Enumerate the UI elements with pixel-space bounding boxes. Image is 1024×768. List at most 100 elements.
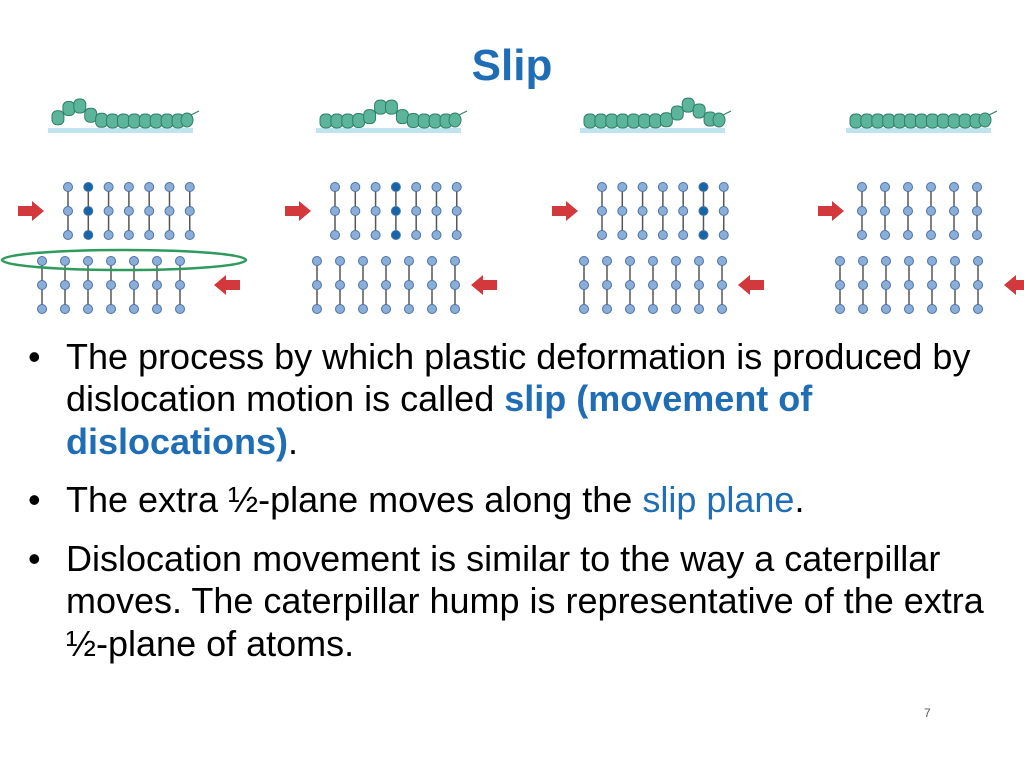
caterpillar-segment [638, 113, 651, 129]
atom-icon [370, 206, 381, 216]
atom-icon [678, 206, 689, 216]
atom-icon [350, 182, 361, 192]
ground-strip [48, 128, 193, 133]
atom-icon [60, 280, 70, 290]
bullet-caterpillar-analogy: • Dislocation movement is similar to the… [28, 538, 1008, 665]
shear-arrow-icon [471, 275, 497, 295]
atom-icon [973, 256, 983, 266]
atom-icon [129, 280, 139, 290]
atom-icon [129, 304, 139, 314]
caterpillar-segment [882, 113, 896, 129]
bullet-list: • The process by which plastic deformati… [28, 336, 1008, 681]
caterpillar-antenna [722, 110, 732, 116]
stage-panel [0, 98, 248, 314]
shear-arrow-icon [214, 275, 240, 295]
bullet-slip-definition: • The process by which plastic deformati… [28, 336, 1008, 463]
atom-icon [106, 304, 116, 314]
caterpillar-segment [62, 101, 76, 117]
caterpillar-segment [605, 113, 619, 129]
atom-icon [927, 280, 937, 290]
caterpillar-segment [341, 113, 355, 129]
atom-icon [152, 280, 162, 290]
atom-icon [579, 304, 589, 314]
bullet-text: The process by which plastic deformation… [66, 336, 971, 420]
atom-icon [431, 206, 442, 216]
caterpillar-segment [649, 113, 662, 129]
ground-strip [580, 128, 725, 133]
caterpillar-segment [106, 113, 120, 129]
atom-icon [63, 230, 73, 240]
atom-icon [358, 256, 368, 266]
bullet-slip-plane: • The extra ½-plane moves along the slip… [28, 479, 1008, 521]
caterpillar-segment [395, 109, 409, 125]
atom-icon [451, 182, 462, 192]
atom-icon [694, 256, 704, 266]
atom-icon [637, 182, 648, 192]
atom-icon [835, 280, 845, 290]
atom-icon [857, 206, 867, 216]
atom-icon [617, 206, 628, 216]
atom-icon [164, 206, 175, 216]
atom-icon [927, 304, 937, 314]
atom-icon [949, 206, 959, 216]
atom-icon [381, 304, 391, 314]
atom-icon [903, 230, 913, 240]
caterpillar-icon [316, 99, 468, 133]
atom-icon [881, 280, 891, 290]
atom-icon [858, 256, 868, 266]
atom-icon [123, 182, 134, 192]
atom-icon [175, 280, 185, 290]
atom-icon [103, 206, 114, 216]
atom-icon [106, 280, 116, 290]
atom-icon [358, 280, 368, 290]
slide-title: Slip [471, 41, 553, 90]
atom-icon [358, 304, 368, 314]
atom-icon [144, 206, 155, 216]
atom-icon [37, 280, 47, 290]
atom-icon [858, 304, 868, 314]
atom-icon [175, 304, 185, 314]
caterpillar-segment [374, 99, 388, 115]
caterpillar-segment [117, 113, 130, 129]
caterpillar-segment [160, 113, 174, 129]
shear-arrow-icon [552, 201, 578, 221]
caterpillar-antenna [988, 110, 998, 116]
atom-icon [949, 230, 959, 240]
atom-icon [335, 256, 345, 266]
atom-icon [602, 280, 612, 290]
atom-icon [903, 182, 913, 192]
caterpillar-head [448, 112, 462, 128]
atom-icon [950, 256, 960, 266]
atom-icon [903, 206, 913, 216]
caterpillar-antenna [190, 110, 200, 116]
caterpillar-segment [915, 113, 928, 129]
atom-icon [648, 280, 658, 290]
atom-icon [427, 280, 437, 290]
atom-icon [904, 304, 914, 314]
atom-icon [390, 230, 401, 240]
caterpillar-segment [138, 113, 152, 129]
caterpillar-icon [846, 110, 998, 133]
atom-icon [678, 182, 689, 192]
caterpillar-segment [692, 103, 706, 119]
caterpillar-segment [406, 113, 420, 129]
caterpillar-icon [48, 98, 200, 133]
atom-icon [450, 256, 460, 266]
atom-icon [625, 280, 635, 290]
atom-icon [63, 182, 73, 192]
caterpillar-segment [51, 110, 65, 126]
atom-icon [973, 280, 983, 290]
atom-icon [926, 230, 936, 240]
atom-icon [60, 256, 70, 266]
stage-panel [285, 99, 497, 314]
bullet-text-end: . [288, 420, 299, 462]
atom-icon [904, 256, 914, 266]
atom-icon [335, 280, 345, 290]
atom-icon [312, 280, 322, 290]
atom-icon [404, 280, 414, 290]
caterpillar-segment [95, 112, 109, 128]
atom-icon [717, 280, 727, 290]
atom-icon [404, 256, 414, 266]
slip-plane-ellipse [0, 248, 248, 272]
atom-icon [152, 304, 162, 314]
